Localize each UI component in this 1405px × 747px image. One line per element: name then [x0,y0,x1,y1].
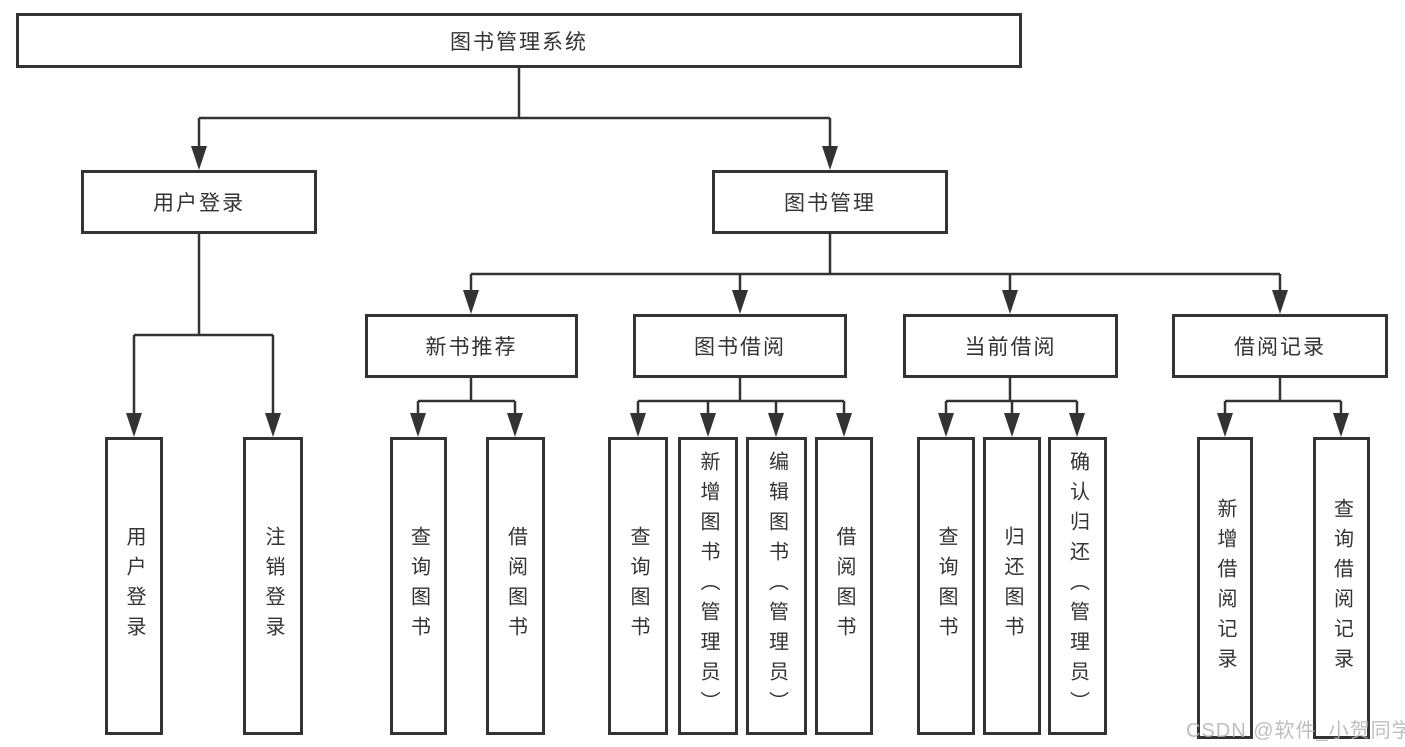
leaf-borrow-book-label: 借阅图书 [833,526,855,646]
leaf-add-borrow-record-label: 新增借阅记录 [1214,498,1236,678]
node-user-login-group-label: 用户登录 [153,192,245,215]
arrowhead [700,413,716,437]
connector-borrowrecord-to-leaves [1223,378,1343,414]
arrowhead [630,413,646,437]
node-borrow-record: 借阅记录 [1172,314,1388,378]
leaf-user-login-label: 用户登录 [123,526,145,646]
arrowhead [938,413,954,437]
leaf-add-book-admin: 新增图书（管理员） [678,437,738,735]
node-book-borrow: 图书借阅 [633,314,847,378]
leaf-borrow-book: 借阅图书 [815,437,873,735]
leaf-return-book-label: 归还图书 [1001,526,1023,646]
leaf-return-book: 归还图书 [983,437,1041,735]
arrowhead [836,413,852,437]
arrowhead [265,413,281,437]
leaf-query-book-borrow: 查询图书 [608,437,668,735]
leaf-query-book-borrow-label: 查询图书 [627,526,649,646]
arrowhead [822,146,838,170]
leaf-user-login: 用户登录 [105,437,163,735]
leaf-borrow-book-recommend-label: 借阅图书 [504,526,527,646]
connector-userlogin-to-leaves [132,234,275,414]
connector-currentborrow-to-leaves [944,378,1079,414]
leaf-query-book-recommend-label: 查询图书 [407,526,430,646]
node-current-borrow: 当前借阅 [903,314,1118,378]
leaf-edit-book-admin-label: 编辑图书（管理员） [765,451,788,721]
node-borrow-record-label: 借阅记录 [1234,336,1326,359]
node-new-book-recommend-label: 新书推荐 [425,336,518,359]
leaf-query-book-recommend: 查询图书 [390,437,447,735]
connector-bookmgmt-to-level3 [469,234,1282,291]
arrowhead [463,290,479,314]
arrowhead [1069,413,1085,437]
arrowhead [732,290,748,314]
leaf-query-borrow-record-label: 查询借阅记录 [1330,498,1353,678]
leaf-borrow-book-recommend: 借阅图书 [486,437,545,735]
node-book-management-group-label: 图书管理 [784,192,876,215]
node-user-login-group: 用户登录 [81,170,317,234]
arrowhead [1002,290,1018,314]
arrowhead [191,146,207,170]
arrowhead [126,413,142,437]
node-library-system-label: 图书管理系统 [450,30,588,54]
leaf-confirm-return-admin-label: 确认归还（管理员） [1066,451,1089,721]
arrowhead [1272,290,1288,314]
arrowhead [768,413,784,437]
leaf-logout: 注销登录 [243,437,303,735]
csdn-watermark: CSDN @软件_小贺同学 [1186,720,1405,742]
connector-bookborrow-to-leaves [636,378,846,414]
arrowhead [507,413,523,437]
leaf-logout-label: 注销登录 [262,526,284,646]
arrowhead [1333,413,1349,437]
connector-newbookrec-to-leaves [416,378,517,414]
node-new-book-recommend: 新书推荐 [365,314,578,378]
node-library-system: 图书管理系统 [16,13,1022,68]
leaf-query-book-current-label: 查询图书 [935,526,957,646]
node-current-borrow-label: 当前借阅 [964,336,1057,359]
leaf-query-book-current: 查询图书 [917,437,975,735]
leaf-add-borrow-record: 新增借阅记录 [1197,437,1253,739]
leaf-confirm-return-admin: 确认归还（管理员） [1048,437,1107,735]
leaf-add-book-admin-label: 新增图书（管理员） [697,451,719,721]
arrowheads [126,146,1349,437]
arrowhead [1217,413,1233,437]
leaf-query-borrow-record: 查询借阅记录 [1313,437,1370,739]
connector-root-to-level2 [197,68,832,147]
node-book-management-group: 图书管理 [712,170,948,234]
arrowhead [410,413,426,437]
node-book-borrow-label: 图书借阅 [694,336,786,359]
arrowhead [1004,413,1020,437]
leaf-edit-book-admin: 编辑图书（管理员） [746,437,807,735]
